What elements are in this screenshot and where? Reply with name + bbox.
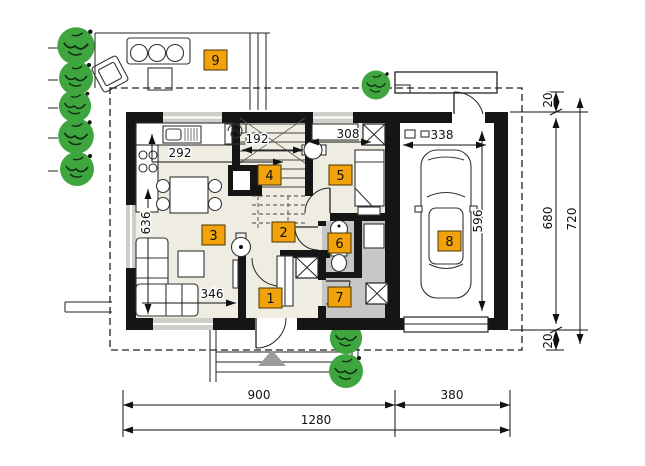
room-label-3: 3 xyxy=(201,224,226,246)
bed-icon xyxy=(354,149,385,216)
nightstand-icon xyxy=(357,206,381,216)
room-labels: 1 2 3 4 5 6 7 8 xyxy=(201,49,462,309)
dim-bottom-total: 1280 xyxy=(301,413,332,427)
utility-shaft xyxy=(365,282,389,305)
dim-garage-width: 338 xyxy=(431,128,454,142)
coffee-table-icon xyxy=(177,250,205,278)
desk-icon xyxy=(301,123,359,160)
dim-living-width: 346 xyxy=(201,287,224,301)
room-label-8: 8 xyxy=(437,230,462,252)
svg-text:1: 1 xyxy=(266,292,274,307)
svg-text:7: 7 xyxy=(335,291,343,306)
room-label-5: 5 xyxy=(328,164,353,186)
roof-outline-dashed xyxy=(109,87,523,351)
terrace-sofa-icon xyxy=(126,37,191,65)
front-door-opening xyxy=(255,318,297,330)
stairs xyxy=(239,117,306,228)
room-label-9: 9 xyxy=(203,49,228,71)
pergola-posts xyxy=(249,33,267,110)
dim-stair-width: 192 xyxy=(246,132,269,146)
hob-icon xyxy=(138,150,158,173)
dim-left-depth: 636 xyxy=(139,212,153,235)
svg-text:8: 8 xyxy=(445,235,453,250)
dining-table-icon xyxy=(155,176,223,214)
room-label-1: 1 xyxy=(258,287,283,309)
room5-door-swing xyxy=(304,187,331,214)
dimension-lines xyxy=(122,91,588,437)
dim-bottom-left: 900 xyxy=(248,388,271,402)
svg-text:5: 5 xyxy=(336,169,344,184)
dim-bottom-right: 380 xyxy=(441,388,464,402)
svg-text:4: 4 xyxy=(265,169,273,184)
dim-garage-depth: 596 xyxy=(471,210,485,233)
boiler-icon xyxy=(363,223,385,249)
svg-text:2: 2 xyxy=(279,226,287,241)
front-door-swing xyxy=(255,317,287,349)
hall-shaft xyxy=(295,256,319,279)
car-icon xyxy=(414,149,478,299)
garden-path xyxy=(64,301,112,313)
room-label-2: 2 xyxy=(271,221,296,243)
stove-icon xyxy=(230,232,252,258)
terrace-outline xyxy=(94,32,270,88)
tree-ticks xyxy=(48,47,58,172)
room-label-7: 7 xyxy=(327,286,352,308)
dim-right-top-offset: 20 xyxy=(541,92,555,107)
walls xyxy=(126,112,508,330)
svg-text:9: 9 xyxy=(211,54,219,69)
kitchen-sink-icon xyxy=(162,125,202,144)
dim-right-bottom-offset: 20 xyxy=(541,333,555,348)
dimension-texts: 292 192 308 338 346 636 596 20 680 720 2… xyxy=(138,91,581,429)
sofa-icon xyxy=(135,237,199,317)
garage-side-paving xyxy=(394,71,498,94)
garage-gate xyxy=(403,316,489,333)
garage-wall-equipment xyxy=(404,129,430,139)
garage-side-door-swing xyxy=(453,91,484,115)
hall-door-swing xyxy=(251,257,281,287)
dim-right-inner: 680 xyxy=(541,207,555,230)
site-lines xyxy=(48,32,523,382)
entrance-arrow-icon xyxy=(258,350,286,366)
dim-kitchen-width: 292 xyxy=(169,146,192,160)
extractor-icon xyxy=(224,123,247,145)
terrace-table-icon xyxy=(147,67,173,91)
dim-right-total: 720 xyxy=(565,208,579,231)
svg-text:6: 6 xyxy=(335,237,343,252)
room-label-6: 6 xyxy=(327,232,352,254)
tv-icon xyxy=(232,259,239,289)
terrace-armchair-icon xyxy=(91,55,129,93)
dim-room5-width: 308 xyxy=(337,127,360,141)
svg-text:3: 3 xyxy=(209,229,217,244)
room-label-4: 4 xyxy=(257,164,282,186)
entrance-porch xyxy=(209,330,359,382)
garage-side-door-opening xyxy=(452,112,485,123)
